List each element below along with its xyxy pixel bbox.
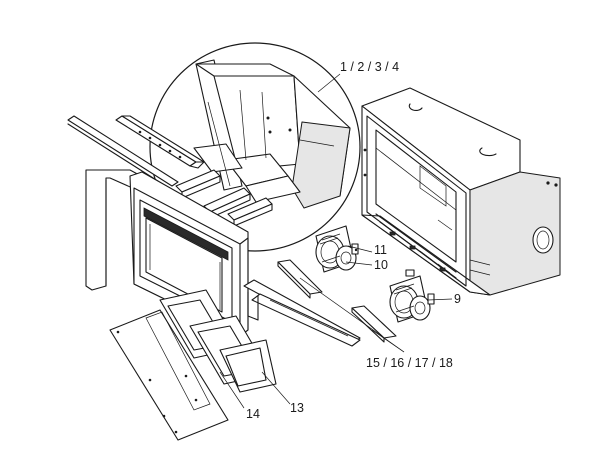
panel-13	[159, 289, 277, 393]
blower-upper	[315, 225, 359, 273]
blower-lower	[389, 269, 435, 323]
leader-lines	[219, 73, 453, 409]
firebox-housing	[361, 87, 561, 296]
callout-10: 10	[374, 258, 388, 272]
brick-bars	[175, 169, 273, 227]
glass-door	[129, 171, 249, 337]
callout-1-2-3-4: 1 / 2 / 3 / 4	[340, 60, 399, 74]
panel-14	[109, 309, 229, 441]
callout-14: 14	[246, 407, 260, 421]
bottom-rail	[243, 279, 361, 347]
perforated-rail	[115, 115, 205, 169]
magnifier-circle	[149, 42, 361, 252]
firebrick-liner	[193, 59, 351, 209]
callout-15-16-17-18: 15 / 16 / 17 / 18	[366, 356, 453, 370]
callout-9: 9	[454, 292, 461, 306]
callout-11: 11	[374, 243, 387, 257]
callout-13: 13	[290, 401, 304, 415]
